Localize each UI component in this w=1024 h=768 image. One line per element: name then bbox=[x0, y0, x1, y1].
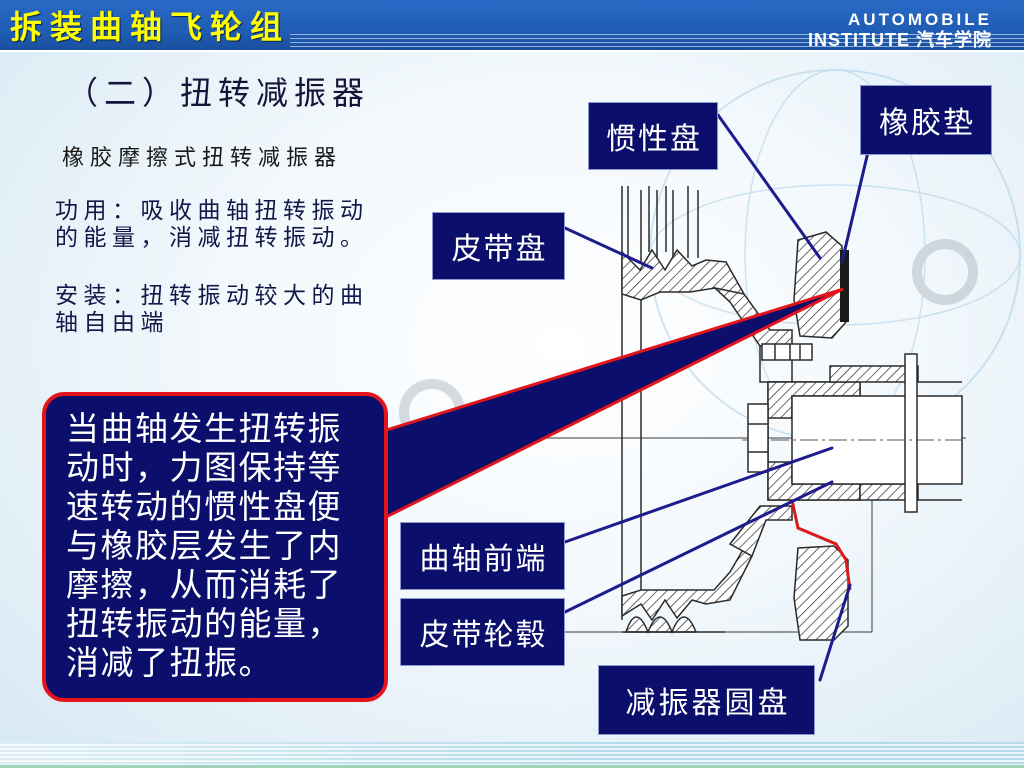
slide-header: 拆装曲轴飞轮组 AUTOMOBILE INSTITUTE 汽车学院 bbox=[0, 0, 1024, 52]
callout-text-line: 摩擦，从而消耗了 bbox=[66, 565, 342, 604]
leader-pulley-hub bbox=[563, 480, 834, 614]
inertia-disk bbox=[793, 231, 849, 641]
damper-disc-line bbox=[790, 499, 852, 591]
section-subtitle: （二）扭转减振器 bbox=[66, 74, 371, 112]
explanation-callout: 当曲轴发生扭转振 动时，力图保持等 速转动的惯性盘便 与橡胶层发生了内 摩擦，从… bbox=[42, 392, 388, 702]
pulley-web-bottom bbox=[728, 505, 793, 558]
leader-inertia-disk bbox=[716, 113, 822, 260]
logo-line-automobile: AUTOMOBILE bbox=[848, 10, 992, 29]
callout-text-line: 动时，力图保持等 bbox=[66, 448, 342, 487]
damper-cross-section bbox=[621, 186, 966, 641]
leader-lines bbox=[563, 113, 870, 682]
inertia-disk-top bbox=[793, 231, 847, 339]
institute-logo: AUTOMOBILE INSTITUTE 汽车学院 bbox=[730, 10, 992, 51]
pulley-rim-top bbox=[621, 248, 746, 303]
callout-text-line: 与橡胶层发生了内 bbox=[66, 526, 342, 565]
label-pulley: 皮带盘 bbox=[432, 212, 565, 280]
leader-rubber-pad bbox=[840, 150, 870, 264]
pulley-belt-grooves bbox=[627, 186, 699, 262]
leader-damper-disc bbox=[818, 583, 852, 682]
inertia-disk-bottom bbox=[793, 545, 849, 641]
slide-title: 拆装曲轴飞轮组 bbox=[10, 8, 291, 46]
label-pulley-hub: 皮带轮毂 bbox=[400, 598, 565, 666]
rubber-pad-layer bbox=[840, 250, 849, 322]
label-crankshaft-front: 曲轴前端 bbox=[400, 522, 565, 590]
pulley-groove-bottom bbox=[624, 616, 698, 635]
callout-text-line: 当曲轴发生扭转振 bbox=[66, 409, 342, 448]
header-stripes bbox=[290, 34, 1024, 50]
crankshaft-front-end bbox=[742, 353, 966, 513]
callout-text-line: 消减了扭振。 bbox=[66, 643, 273, 682]
damper-type-heading: 橡胶摩擦式扭转减振器 bbox=[62, 146, 343, 171]
label-rubber-pad: 橡胶垫 bbox=[860, 85, 992, 155]
label-inertia-disk: 惯性盘 bbox=[588, 102, 718, 170]
label-damper-disc: 减振器圆盘 bbox=[598, 665, 815, 735]
logo-line-institute: INSTITUTE 汽车学院 bbox=[808, 30, 992, 50]
hub-bolt bbox=[747, 403, 769, 473]
callout-text-line: 速转动的惯性盘便 bbox=[66, 487, 342, 526]
callout-text-line: 扭转振动的能量， bbox=[66, 604, 342, 643]
install-text-line: 安装：扭转振动较大的曲 bbox=[55, 283, 369, 309]
function-paragraph: 功用：吸收曲轴扭转振动 的能量，消减扭转振动。 bbox=[55, 198, 369, 252]
function-text-line: 功用：吸收曲轴扭转振动 bbox=[55, 198, 369, 224]
install-paragraph: 安装：扭转振动较大的曲 轴自由端 bbox=[55, 283, 369, 337]
pulley-body bbox=[621, 186, 793, 635]
function-text-line: 的能量，消减扭转振动。 bbox=[55, 225, 369, 251]
pulley-rim-bottom bbox=[621, 546, 753, 622]
top-bolt bbox=[761, 343, 813, 361]
slide-footer-stripes bbox=[0, 742, 1024, 768]
leader-pulley bbox=[563, 226, 654, 270]
leader-crankshaft-front bbox=[563, 446, 834, 544]
install-text-line: 轴自由端 bbox=[55, 310, 169, 336]
